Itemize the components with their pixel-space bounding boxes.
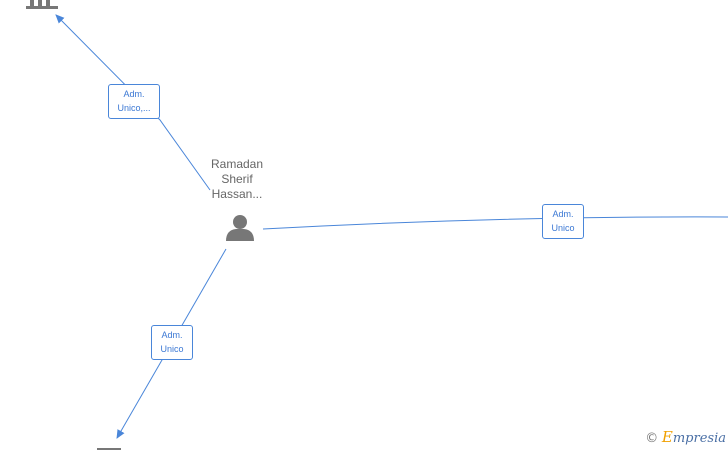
edge-role-line: Unico,... (117, 103, 151, 113)
edge-role-line: Unico (160, 344, 184, 354)
edge-role-label[interactable]: Adm. Unico,... (108, 84, 160, 119)
edge-role-label[interactable]: Adm. Unico (151, 325, 193, 360)
brand-initial: E (661, 428, 673, 446)
empresia-watermark: © Empresia (645, 428, 726, 446)
person-name-line: Sherif (221, 172, 253, 186)
edge-role-line: Adm. (123, 89, 145, 99)
building-icon[interactable] (26, 0, 58, 9)
person-name-line: Hassan... (211, 187, 263, 201)
edge-role-line: Unico (551, 223, 575, 233)
person-name-line: Ramadan (210, 157, 264, 171)
person-name-label[interactable]: Ramadan Sherif Hassan... (197, 157, 277, 202)
edge-role-line: Adm. (161, 330, 183, 340)
edge-role-line: Adm. (552, 209, 574, 219)
copyright-symbol: © (645, 431, 659, 446)
edge-line-right (262, 216, 728, 230)
edge-role-label[interactable]: Adm. Unico (542, 204, 584, 239)
edge-line-top (55, 14, 211, 191)
brand-name: mpresia (672, 431, 726, 446)
person-icon[interactable] (226, 215, 254, 241)
building-icon[interactable] (97, 448, 121, 450)
